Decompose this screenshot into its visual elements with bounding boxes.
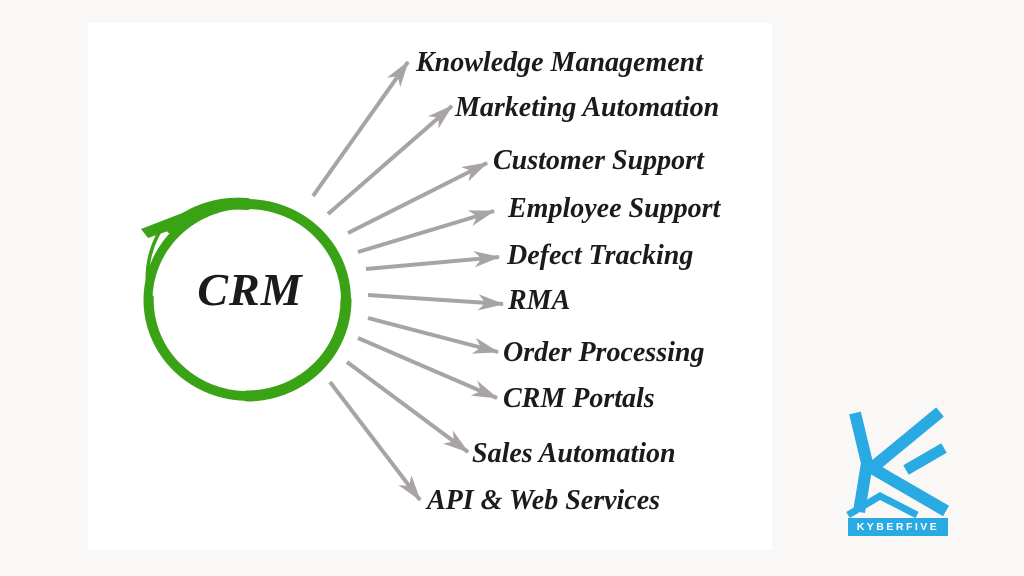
diagram-label: Sales Automation — [472, 438, 676, 469]
diagram-label: Defect Tracking — [507, 240, 694, 271]
diagram-label: API & Web Services — [427, 485, 661, 516]
diagram-label: Customer Support — [493, 145, 704, 176]
diagram-label: Knowledge Management — [416, 47, 704, 78]
kyberfive-logo: KYBERFIVE — [840, 400, 956, 546]
kyberfive-logo-mark-icon — [846, 407, 950, 519]
kyberfive-logo-wordmark: KYBERFIVE — [848, 518, 948, 536]
diagram-label: Marketing Automation — [455, 92, 720, 123]
diagram-label: Order Processing — [503, 337, 705, 368]
diagram-label: RMA — [508, 285, 571, 316]
diagram-label: Employee Support — [508, 193, 721, 224]
diagram-label: CRM Portals — [503, 383, 655, 414]
crm-center-label: CRM — [197, 264, 303, 315]
